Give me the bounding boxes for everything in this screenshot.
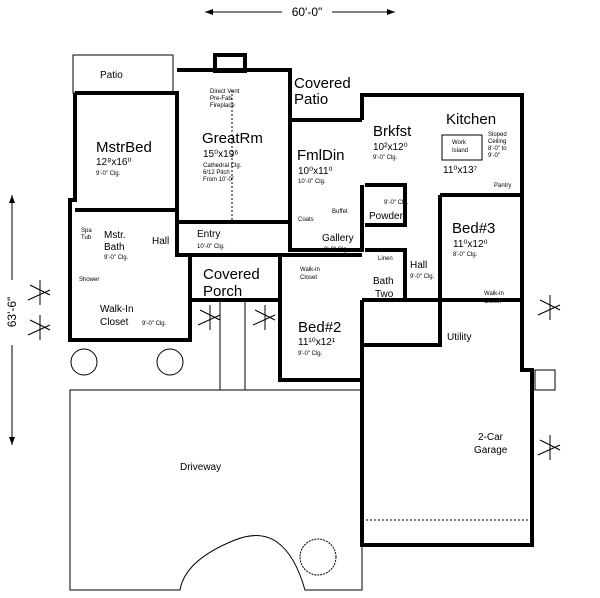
covered-patio-label: Covered <box>294 75 351 92</box>
mstrbed-ceiling: 9'-0" Clg. <box>96 171 121 177</box>
walkin-closet-label: Walk-in <box>484 291 504 297</box>
walkin-closet-label: Closet <box>300 275 317 281</box>
fireplace-note: Direct Vent <box>210 89 240 95</box>
bed2-size: 11¹⁰x12¹ <box>298 337 336 348</box>
covered-porch-label: Covered <box>203 266 260 283</box>
driveway-slab <box>69 389 363 591</box>
mstrbed-size: 12⁸x16⁰ <box>96 157 131 168</box>
kitchen-size: 11⁰x13⁷ <box>443 165 478 176</box>
bed2-ceiling: 9'-0" Clg. <box>298 351 323 357</box>
greatrm-note: 6/12 Pitch <box>203 170 230 176</box>
tub-label: Tub <box>81 235 92 241</box>
buffet-label: Buffet <box>332 209 348 215</box>
greatrm-note: From 10'-0" <box>203 177 234 183</box>
greatrm-label: GreatRm <box>202 130 263 147</box>
depth-label: 63'-6" <box>5 297 19 328</box>
greatrm-size: 15⁰x19⁶ <box>203 149 238 160</box>
walkin-closet-label: Walk-In <box>100 304 134 315</box>
kitchen-note: 8'-0" to <box>488 146 507 152</box>
garage-label: Garage <box>474 445 508 456</box>
fmldin-size: 10⁰x11⁰ <box>298 166 333 177</box>
entry-label: Entry <box>197 229 220 240</box>
bed2-label: Bed#2 <box>298 319 341 336</box>
mstr-bath-label: Mstr. <box>104 230 126 241</box>
bed3-size: 11⁰x12⁰ <box>453 239 488 250</box>
fmldin-ceiling: 10'-0" Clg. <box>298 179 326 185</box>
mstr-bath-ceiling: 9'-0" Clg. <box>104 255 129 261</box>
mstr-bath-label: Bath <box>104 242 125 253</box>
kitchen-note: Ceiling <box>488 139 506 145</box>
walkin-closet-ceiling: 9'-0" Clg. <box>142 321 167 327</box>
kitchen-note: Sloped <box>488 132 507 138</box>
greatrm-note: Cathedral Clg. <box>203 163 242 169</box>
powder-ceiling: 9'-0" Clg. <box>384 200 409 206</box>
garage-label: 2-Car <box>478 432 504 443</box>
coats-label: Coats <box>298 217 314 223</box>
shower-label: Shower <box>79 277 99 283</box>
work-island <box>441 134 483 161</box>
walkin-closet-label: Closet <box>100 317 129 328</box>
utility-label: Utility <box>447 332 471 343</box>
kitchen-label: Kitchen <box>446 111 496 128</box>
fmldin-label: FmlDin <box>297 147 345 164</box>
bed3-ceiling: 8'-0" Clg. <box>453 252 478 258</box>
bath-two-label: Bath <box>373 276 394 287</box>
covered-patio-label: Patio <box>294 91 328 108</box>
brkfst-ceiling: 9'-0" Clg. <box>373 155 398 161</box>
width-dimension: 60'-0" <box>205 5 395 19</box>
walkin-closet-label: Walk-in <box>300 267 320 273</box>
bath-two-label: Two <box>375 289 394 300</box>
driveway-label: Driveway <box>180 462 221 473</box>
plant-icon <box>27 280 561 576</box>
patio-label: Patio <box>100 70 123 81</box>
hall-ceiling: 9'-0" Clg. <box>410 274 435 280</box>
brkfst-size: 10²x12⁰ <box>373 142 408 153</box>
pantry-label: Pantry <box>494 183 511 189</box>
linen-label: Linen <box>378 256 393 262</box>
brkfst-label: Brkfst <box>373 123 412 140</box>
entry-ceiling: 10'-0" Clg. <box>197 244 225 250</box>
fireplace-note: Pre-Fab <box>210 96 232 102</box>
island-label: Work <box>452 140 467 146</box>
powder-label: Powder <box>369 211 404 222</box>
fireplace-note: Fireplace <box>210 103 235 109</box>
island-label: Island <box>452 148 468 154</box>
covered-porch-label: Porch <box>203 283 242 300</box>
gallery-ceiling: 9'-0" Clg. <box>324 247 349 253</box>
kitchen-note: 9'-0" <box>488 153 500 159</box>
patio-slab <box>72 54 174 94</box>
bed3-label: Bed#3 <box>452 220 495 237</box>
depth-dimension: 63'-6" <box>5 195 19 445</box>
hall-label: Hall <box>410 260 427 271</box>
width-label: 60'-0" <box>292 5 323 19</box>
mstrbed-label: MstrBed <box>96 139 152 156</box>
gallery-label: Gallery <box>322 233 354 244</box>
fireplace <box>213 53 247 73</box>
tub-label: Spa <box>81 228 92 234</box>
walkin-closet-label: Closet <box>484 299 501 305</box>
hall-label: Hall <box>152 236 169 247</box>
